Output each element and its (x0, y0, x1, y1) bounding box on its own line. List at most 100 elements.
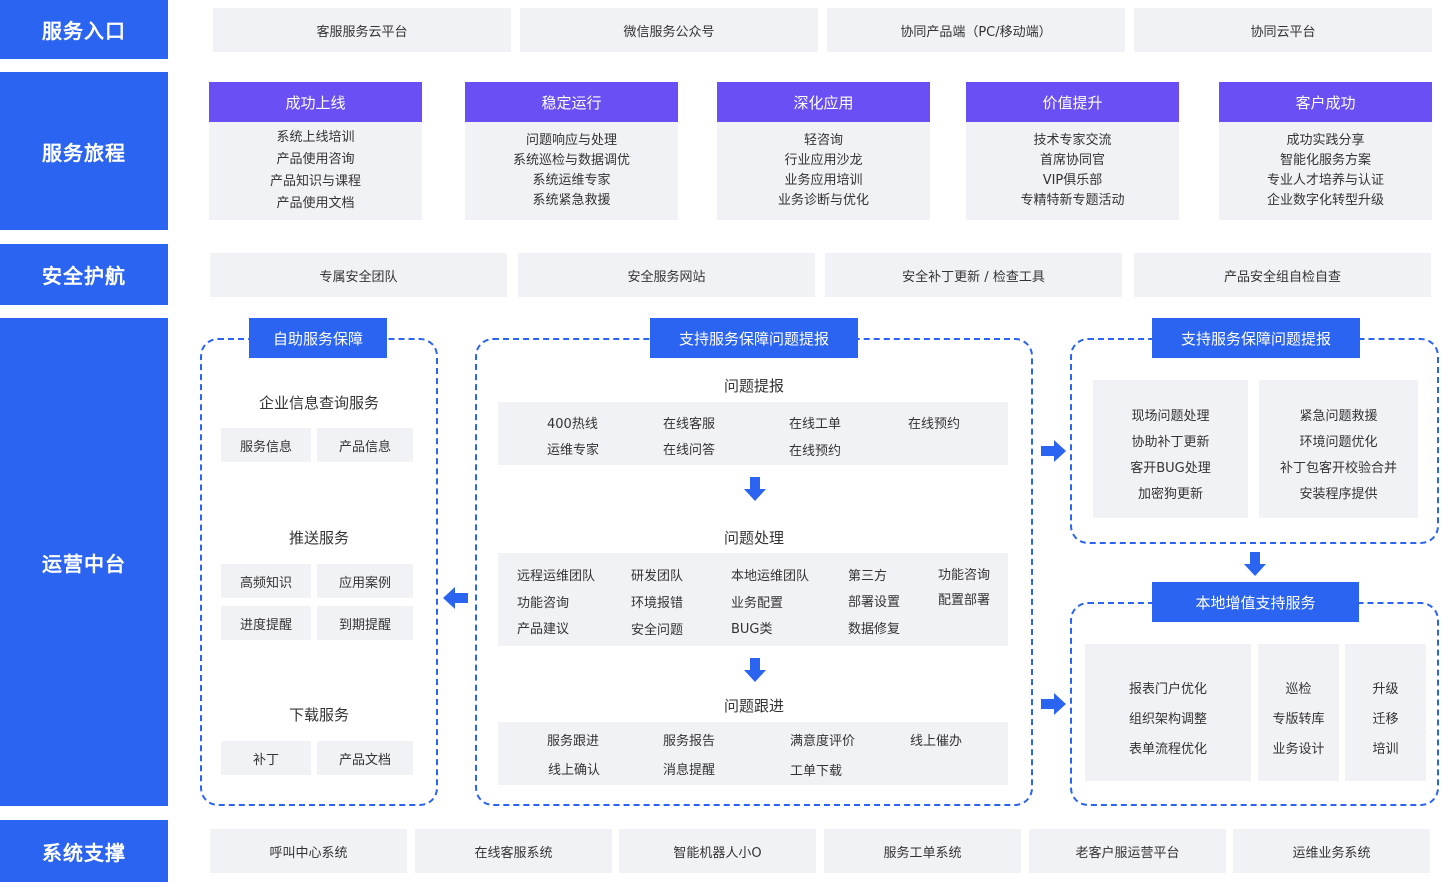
follow-title: 问题跟进 (723, 697, 784, 715)
journey-stage-body: 技术专家交流 首席协同官 VIP俱乐部 专精特新专题活动 (966, 122, 1179, 220)
journey-stage-body: 成功实践分享 智能化服务方案 专业人才培养与认证 企业数字化转型升级 (1219, 122, 1432, 220)
local-tag: 本地增值支持服务 (1152, 582, 1359, 622)
journey-item: 专精特新专题活动 (1020, 193, 1125, 208)
onsite-item: 加密狗更新 (1137, 487, 1203, 502)
journey-stage-body: 轻咨询 行业应用沙龙 业务应用培训 业务诊断与优化 (717, 122, 930, 220)
onsite-left-panel (1093, 380, 1248, 518)
entry-item[interactable]: 协同云平台 (1134, 8, 1432, 52)
arrow-down-icon (1244, 552, 1266, 576)
journey-item: 产品使用文档 (276, 196, 355, 211)
security-item[interactable]: 安全服务网站 (518, 253, 815, 297)
system-item[interactable]: 运维业务系统 (1233, 829, 1430, 873)
onsite-right-panel (1259, 380, 1418, 518)
system-item[interactable]: 呼叫中心系统 (210, 829, 407, 873)
follow-item: 线上催办 (910, 734, 963, 749)
security-item[interactable]: 安全补丁更新 / 检查工具 (825, 253, 1122, 297)
section-title: 企业信息查询服务 (258, 394, 379, 412)
local-item: 专版转库 (1272, 712, 1325, 727)
follow-item: 消息提醒 (663, 763, 716, 778)
system-item[interactable]: 老客户服运营平台 (1029, 829, 1226, 873)
onsite-left-list: 现场问题处理 协助补丁更新 客开BUG处理 加密狗更新 (1093, 404, 1248, 508)
onsite-item: 紧急问题救援 (1299, 409, 1378, 424)
handle-item: 远程运维团队 (517, 569, 596, 584)
journey-item: 系统紧急救援 (532, 193, 611, 208)
local-item: 巡检 (1285, 682, 1312, 697)
follow-item: 工单下载 (790, 764, 843, 779)
arrow-down-icon (744, 477, 766, 501)
handle-item: 安全问题 (631, 623, 684, 638)
service-chip[interactable]: 应用案例 (317, 564, 413, 598)
follow-item: 服务报告 (663, 734, 716, 749)
handle-item: 功能咨询 (938, 568, 991, 583)
service-chip[interactable]: 到期提醒 (317, 606, 413, 640)
report-item: 400热线 (547, 417, 598, 432)
local-panel-1 (1085, 644, 1251, 781)
row-label-security: 安全护航 (0, 244, 168, 305)
row-label-ops: 运营中台 (0, 318, 168, 806)
handle-item: 产品建议 (517, 622, 570, 637)
handle-item: 业务配置 (731, 596, 784, 611)
onsite-item: 协助补丁更新 (1131, 435, 1210, 450)
onsite-right-list: 紧急问题救援 环境问题优化 补丁包客开校验合并 安装程序提供 (1259, 404, 1418, 508)
security-item[interactable]: 产品安全组自检自查 (1134, 253, 1431, 297)
journey-item: 技术专家交流 (1033, 133, 1112, 148)
entry-item[interactable]: 协同产品端（PC/移动端） (827, 8, 1125, 52)
journey-item: 行业应用沙龙 (784, 153, 863, 168)
journey-item: 系统上线培训 (276, 130, 355, 145)
security-item[interactable]: 专属安全团队 (210, 253, 507, 297)
local-item: 表单流程优化 (1128, 742, 1207, 757)
onsite-tag: 支持服务保障问题提报 (1152, 318, 1360, 358)
local-list-1: 报表门户优化 组织架构调整 表单流程优化 (1085, 675, 1251, 765)
system-item[interactable]: 在线客服系统 (415, 829, 612, 873)
support-tag: 支持服务保障问题提报 (650, 318, 858, 358)
arrow-down-icon (744, 658, 766, 682)
handle-item: 数据修复 (848, 622, 901, 637)
report-item: 在线客服 (663, 417, 716, 432)
service-chip[interactable]: 进度提醒 (221, 606, 311, 640)
journey-stage-title: 深化应用 (717, 82, 930, 122)
report-item: 在线工单 (789, 417, 842, 432)
local-list-2: 巡检 专版转库 业务设计 (1258, 675, 1339, 765)
handle-item: 研发团队 (631, 569, 684, 584)
journey-stage-title: 稳定运行 (465, 82, 678, 122)
journey-item: 系统运维专家 (532, 173, 611, 188)
entry-item[interactable]: 客服服务云平台 (213, 8, 511, 52)
follow-panel (498, 722, 1008, 785)
local-list-3: 升级 迁移 培训 (1345, 675, 1426, 765)
report-panel (498, 402, 1008, 465)
report-item: 在线预约 (908, 417, 961, 432)
journey-item: 专业人才培养与认证 (1266, 173, 1384, 188)
journey-item: VIP俱乐部 (1042, 173, 1103, 188)
journey-item: 智能化服务方案 (1279, 153, 1371, 168)
service-chip[interactable]: 产品文档 (317, 741, 413, 775)
system-item[interactable]: 服务工单系统 (824, 829, 1021, 873)
service-chip[interactable]: 服务信息 (221, 428, 311, 462)
handle-item: 第三方 (848, 569, 888, 584)
local-panel-3 (1345, 644, 1426, 781)
service-chip[interactable]: 补丁 (221, 741, 311, 775)
onsite-item: 补丁包客开校验合并 (1279, 461, 1397, 476)
arrow-left-icon (443, 587, 468, 609)
handle-title: 问题处理 (723, 529, 784, 547)
handle-item: 功能咨询 (517, 596, 570, 611)
arrow-right-icon (1041, 693, 1066, 715)
local-item: 组织架构调整 (1128, 712, 1207, 727)
journey-item: 系统巡检与数据调优 (512, 153, 630, 168)
row-label-journey: 服务旅程 (0, 72, 168, 230)
service-chip[interactable]: 高频知识 (221, 564, 311, 598)
journey-stage-body: 问题响应与处理 系统巡检与数据调优 系统运维专家 系统紧急救援 (465, 122, 678, 220)
journey-item: 产品使用咨询 (276, 152, 355, 167)
handle-item: 部署设置 (848, 595, 901, 610)
entry-item[interactable]: 微信服务公众号 (520, 8, 818, 52)
section-title: 下载服务 (288, 706, 349, 724)
handle-item: 环境报错 (631, 596, 684, 611)
service-chip[interactable]: 产品信息 (317, 428, 413, 462)
report-item: 运维专家 (547, 443, 600, 458)
journey-stage-title: 价值提升 (966, 82, 1179, 122)
report-title: 问题提报 (723, 377, 784, 395)
journey-stage-title: 客户成功 (1219, 82, 1432, 122)
arrow-right-icon (1041, 440, 1066, 462)
local-item: 业务设计 (1272, 742, 1325, 757)
system-item[interactable]: 智能机器人小O (619, 829, 816, 873)
onsite-item: 安装程序提供 (1299, 487, 1378, 502)
